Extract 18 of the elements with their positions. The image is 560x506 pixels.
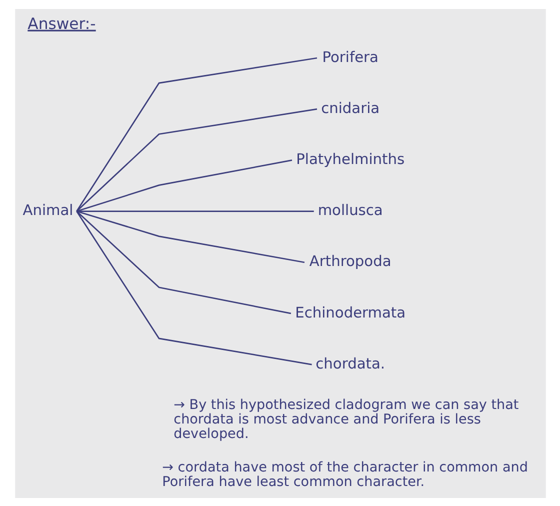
label: → cordata have most of the character in common and Porifera have least common character. xyxy=(162,458,528,490)
connector xyxy=(76,56,317,212)
node-text: cnidaria xyxy=(320,99,380,116)
connector xyxy=(76,210,314,212)
node-text: Arthropoda xyxy=(308,252,391,270)
diagram-title: Answer:- xyxy=(27,13,96,32)
connector xyxy=(76,210,304,263)
connector xyxy=(76,210,312,365)
label: → By this hypothesized cladogram we can say that chordata is most advance and Porifera is less developed. xyxy=(173,396,518,442)
connector xyxy=(76,159,292,212)
node-text: Echinodermata xyxy=(294,304,406,321)
node-text: mollusca xyxy=(317,202,382,219)
node-text: Animal xyxy=(22,202,73,219)
connector xyxy=(76,108,317,212)
node-text: Platyhelminths xyxy=(296,150,404,168)
node-text: Porifera xyxy=(322,48,378,66)
node-text: chordata. xyxy=(315,354,385,372)
connector xyxy=(76,210,291,314)
